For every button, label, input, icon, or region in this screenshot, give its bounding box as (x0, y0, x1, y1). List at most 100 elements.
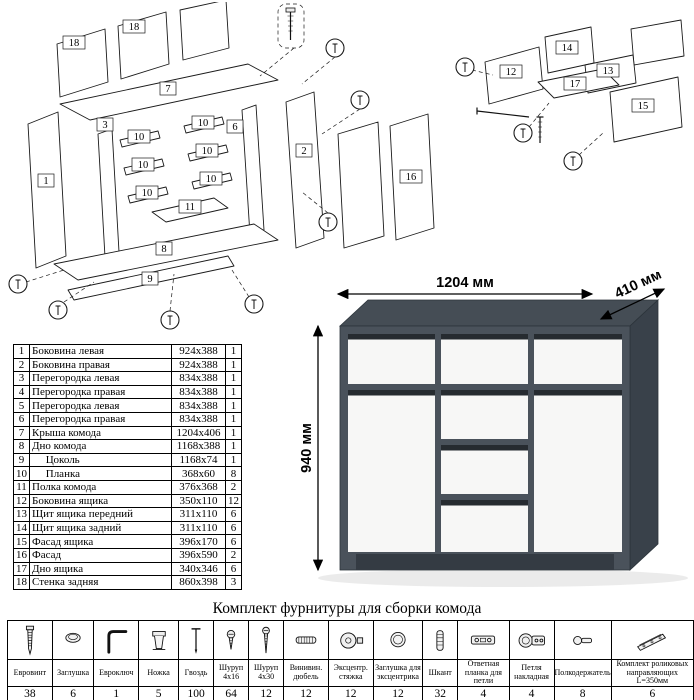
hardware-icon-cell (248, 620, 285, 660)
wood-dowel-icon (424, 624, 457, 657)
part-label: 3 (102, 120, 107, 131)
drawer-front (534, 334, 622, 384)
hardware-icon-cell (422, 620, 459, 660)
handle-groove (534, 334, 622, 340)
parts-cell-size: 311x110 (171, 520, 226, 536)
part-label: 18 (129, 22, 140, 33)
parts-cell-name: Перегородка правая (29, 411, 172, 427)
parts-cell-qty: 3 (225, 575, 242, 590)
parts-cell-size: 860x398 (171, 575, 226, 590)
leg-icon (140, 624, 178, 657)
part-label: 2 (301, 146, 306, 157)
hinge-icon (510, 624, 553, 657)
hardware-name: Гвоздь (178, 659, 215, 687)
drawer-slide-icon (612, 624, 692, 657)
part-label: 10 (202, 146, 213, 157)
floor-shadow (318, 569, 688, 587)
parts-cell-qty: 8 (225, 466, 242, 481)
hardware-name: Евроключ (93, 659, 140, 687)
hardware-icon-cell (372, 620, 424, 660)
dimension-width-label: 1204 мм (436, 275, 494, 291)
parts-cell-num: 14 (13, 520, 30, 536)
hardware-name: Ответная планка для петли (457, 659, 510, 687)
hinge-plate-icon (459, 624, 508, 657)
parts-cell-num: 16 (13, 547, 30, 563)
parts-cell-size: 1204x406 (171, 425, 226, 441)
dowel-screw-icon (285, 624, 328, 657)
part-label: 12 (506, 67, 517, 78)
hardware-qty: 38 (7, 685, 53, 700)
hardware-name: Заглушка (51, 659, 95, 687)
callout-balloon (8, 38, 370, 330)
callout-balloon (455, 57, 583, 171)
hardware-name: Винивин. дюбель (283, 659, 329, 687)
drawer-front (441, 390, 528, 439)
cam-lock-icon (329, 624, 372, 657)
part-label: 1 (43, 176, 48, 187)
parts-cell-qty: 1 (225, 411, 242, 427)
handle-groove (534, 390, 622, 396)
parts-cell-size: 368x60 (171, 466, 226, 481)
parts-cell-name: Фасад (29, 547, 172, 563)
part-label: 7 (165, 84, 170, 95)
parts-cell-num: 18 (13, 575, 30, 590)
parts-cell-name: Боковина правая (29, 357, 172, 373)
part-label: 16 (406, 172, 417, 183)
hardware-qty: 6 (610, 685, 694, 700)
part-label: 14 (562, 43, 573, 54)
part-number-labels: 18 18 7 1 3 2 6 10 10 10 10 10 10 11 16 … (37, 19, 423, 286)
parts-cell-num: 7 (13, 425, 30, 441)
parts-cell-size: 834x388 (171, 371, 226, 386)
parts-cell-size: 834x388 (171, 398, 226, 413)
parts-cell-size: 834x388 (171, 384, 226, 400)
parts-cell-name: Дно ящика (29, 561, 172, 577)
hardware-icon-cell (283, 620, 329, 660)
parts-cell-num: 6 (13, 411, 30, 427)
parts-cell-size: 924x388 (171, 344, 226, 359)
cap-icon (53, 624, 93, 657)
part-label: 6 (232, 122, 237, 133)
drawer-front (441, 334, 528, 384)
hardware-qty: 12 (327, 685, 374, 700)
parts-cell-size: 396x590 (171, 547, 226, 563)
door-front (534, 390, 622, 552)
hardware-icons-row (7, 620, 694, 660)
hardware-kit-title: Комплект фурнитуры для сборки комода (212, 600, 482, 617)
nail-icon (180, 624, 213, 657)
hex-key-icon (95, 624, 138, 657)
parts-cell-num: 4 (13, 384, 30, 400)
euro-screw-icon (8, 624, 51, 657)
hardware-icon-cell (610, 620, 694, 660)
part-label: 10 (198, 118, 209, 129)
exploded-diagram-drawer: 14 12 13 17 15 (455, 19, 685, 171)
hardware-name: Шкант (422, 659, 459, 687)
hardware-icon-cell (138, 620, 180, 660)
parts-cell-qty: 1 (225, 425, 242, 441)
handle-groove (441, 500, 528, 506)
parts-cell-size: 311x110 (171, 507, 226, 522)
parts-cell-num: 3 (13, 371, 30, 386)
parts-cell-size: 924x388 (171, 357, 226, 373)
parts-cell-qty: 1 (225, 452, 242, 468)
parts-cell-qty: 1 (225, 371, 242, 386)
part-number-labels: 14 12 13 17 15 (499, 40, 655, 113)
parts-cell-qty: 2 (225, 547, 242, 563)
parts-cell-size: 340x346 (171, 561, 226, 577)
hardware-name: Шуруп 4x30 (248, 659, 285, 687)
dimension-height-label: 940 мм (299, 423, 315, 473)
